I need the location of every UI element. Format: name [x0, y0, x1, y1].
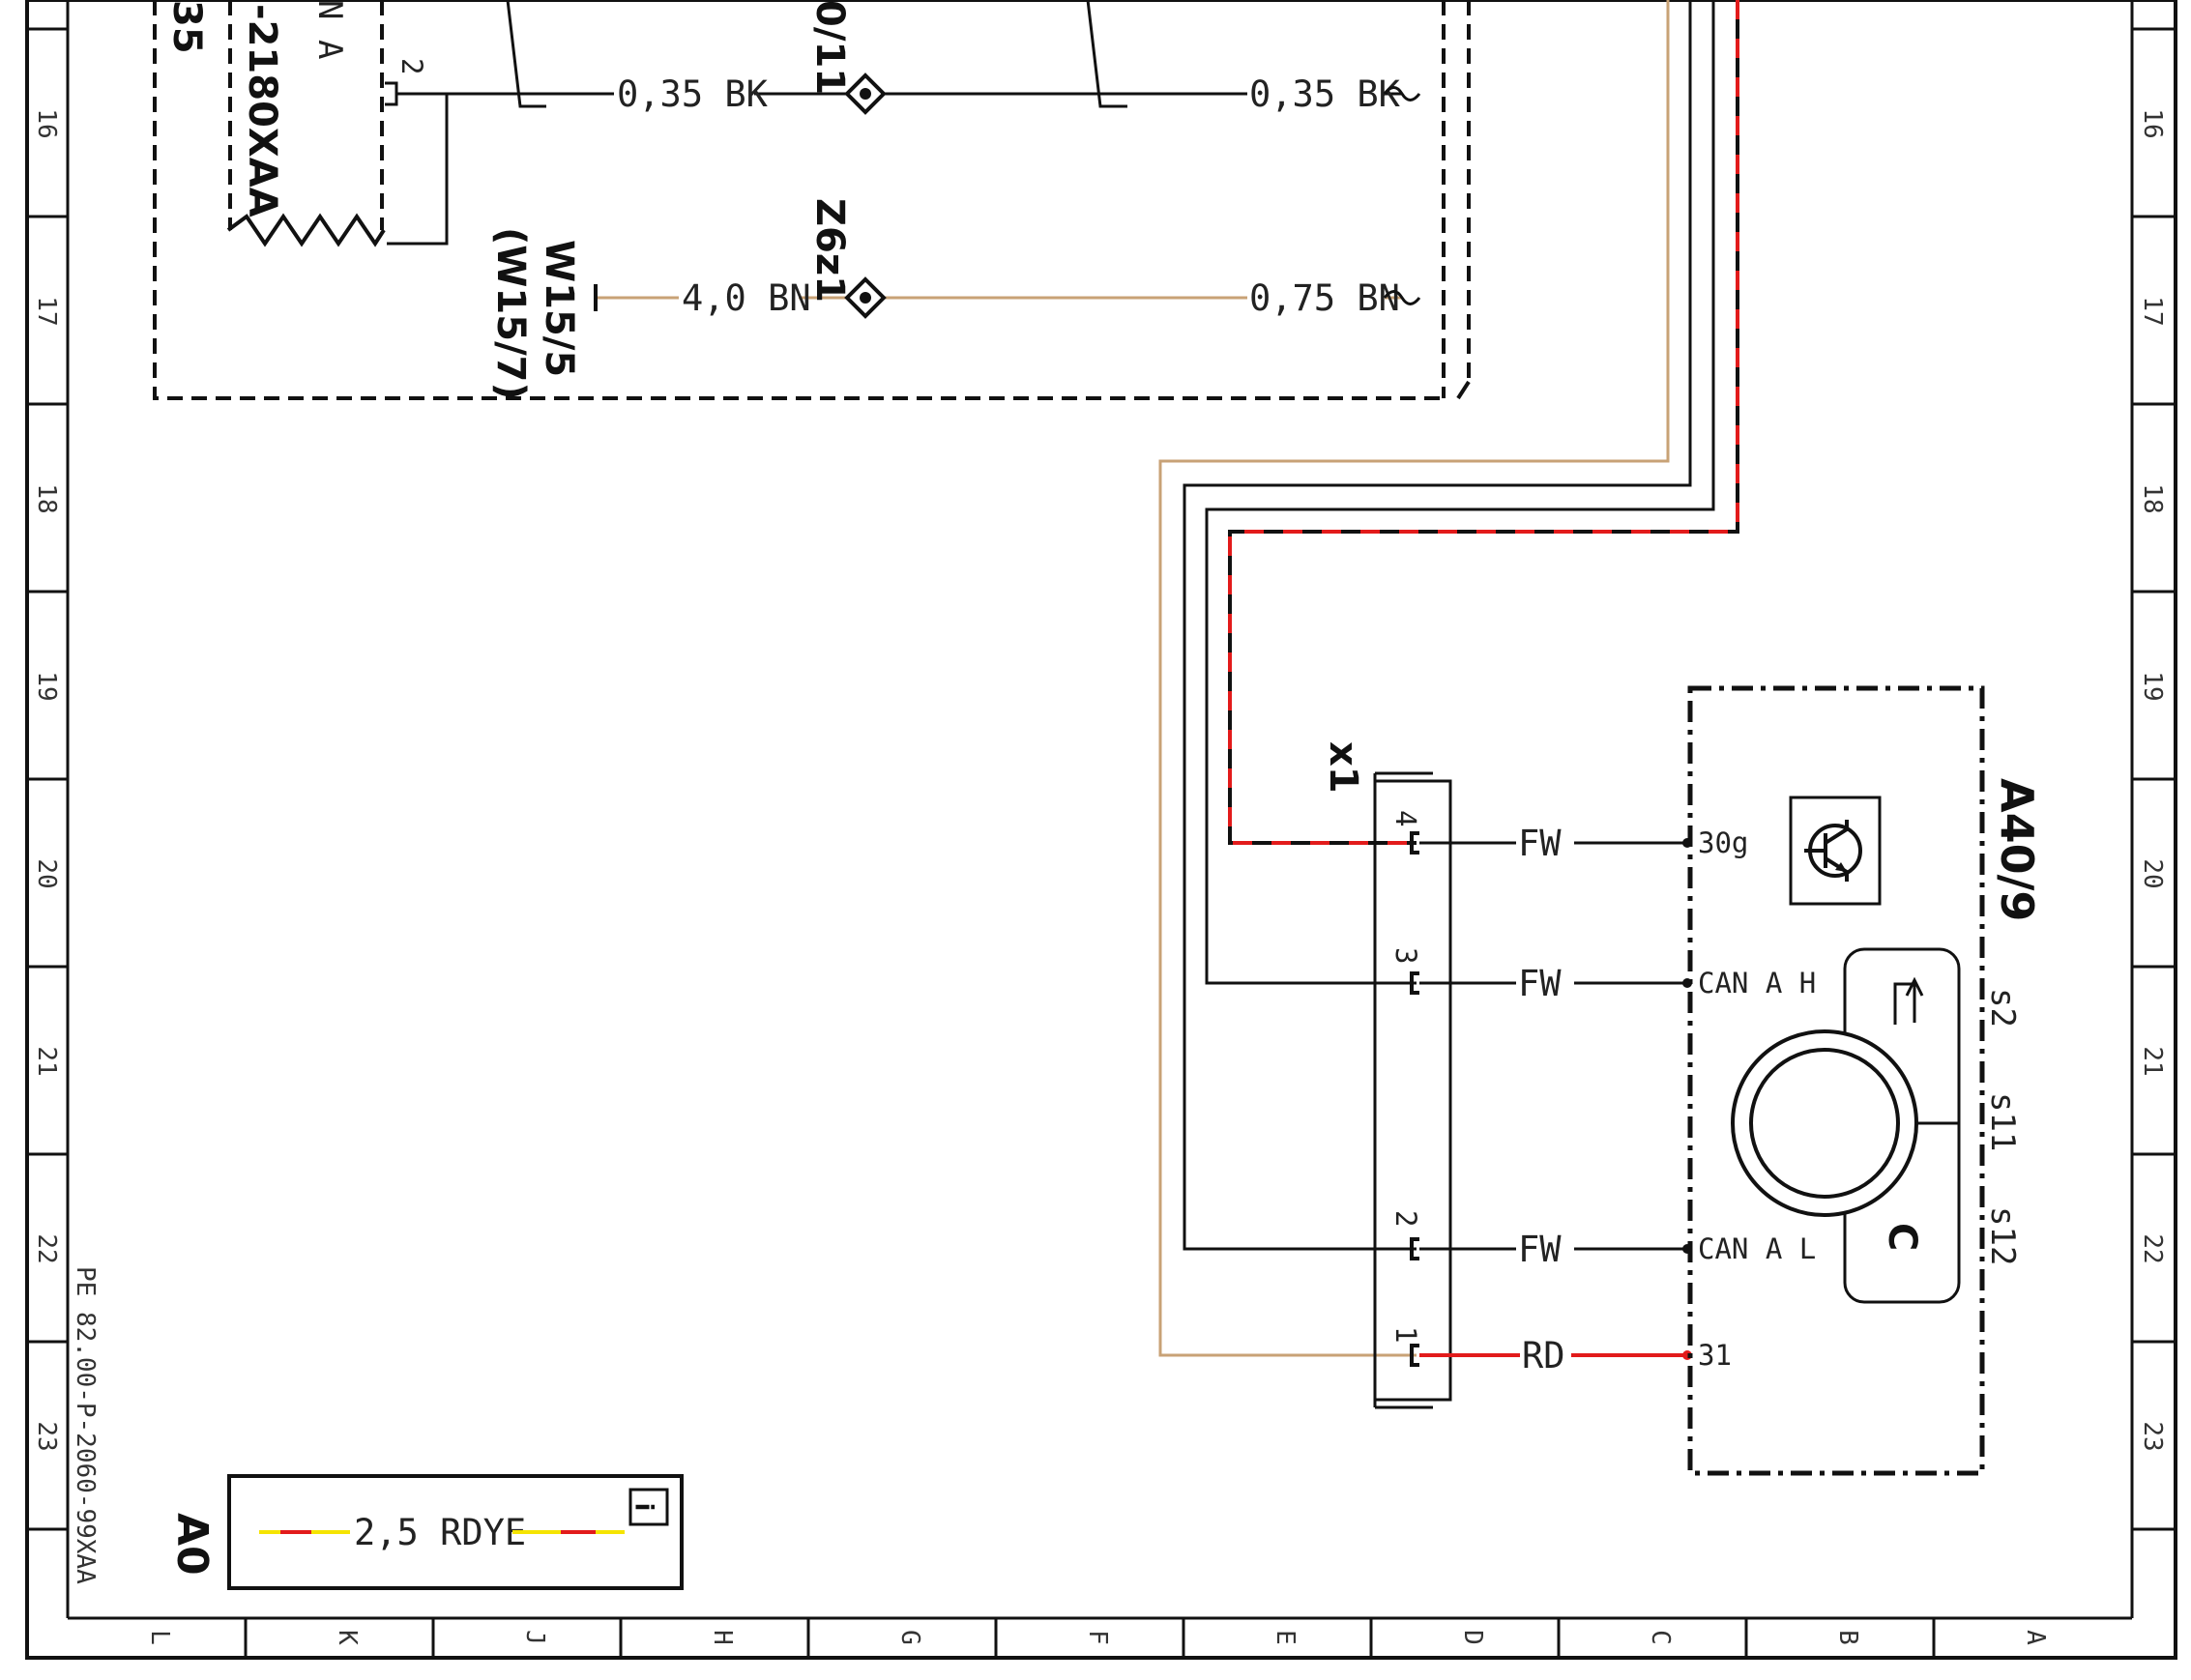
grid-row-number: 18 — [2138, 483, 2167, 513]
drawing-frame — [25, 0, 2177, 1660]
transistor-icon — [1789, 796, 1882, 906]
push-direction-icon — [1893, 976, 1924, 1025]
grid-row-number: 23 — [32, 1421, 61, 1451]
grid-row-number: 17 — [2138, 296, 2167, 326]
grid-row-number: 22 — [32, 1233, 61, 1263]
connector-x1: x1 4 3 2 1 — [1321, 741, 1452, 1409]
wire-bn: 4,0 BN 0,75 BN Z6z1 W15/5 (W15/7) — [488, 198, 1421, 400]
grid-row-number: 20 — [2138, 858, 2167, 888]
partial-component-label: -2180XAA — [240, 4, 284, 217]
connector-pin-number: 3 — [1389, 947, 1422, 964]
wire-continuation-icon — [1383, 86, 1421, 101]
grid-row-number: 21 — [2138, 1046, 2167, 1076]
grid-column-letter: L — [145, 1630, 174, 1645]
splice-label: 0/11 — [807, 0, 852, 95]
grid-row-labels-left: 16 17 18 19 20 21 22 23 — [32, 108, 61, 1451]
wire-code: FW — [1518, 1229, 1562, 1270]
grid-row-number: 17 — [32, 296, 61, 326]
pin-number: 2 — [395, 58, 428, 74]
top-component-block: 35 -2180XAA N A 2 — [153, 0, 1471, 400]
wire-code: FW — [1518, 963, 1562, 1004]
module-side-label: s2 — [1983, 988, 2022, 1028]
grid-row-number: 18 — [32, 483, 61, 513]
grid-column-letter: H — [708, 1630, 737, 1645]
grid-column-letter: G — [895, 1630, 924, 1645]
connector-pin-number: 1 — [1389, 1326, 1422, 1343]
module-side-label: s11 — [1983, 1092, 2022, 1151]
grid-row-number: 16 — [2138, 108, 2167, 138]
partial-component-label: 35 — [164, 0, 209, 54]
splice-point-icon — [844, 276, 887, 319]
zigzag-break — [226, 213, 386, 247]
wire-label: 4,0 BN — [682, 277, 811, 319]
grid-column-letter: J — [520, 1630, 549, 1645]
module-wires: FW FW FW RD — [1419, 823, 1692, 1376]
partial-component-label: N A — [310, 0, 349, 59]
wire-code: FW — [1518, 823, 1562, 864]
grid-row-number: 22 — [2138, 1233, 2167, 1263]
grid-row-number: 19 — [32, 671, 61, 701]
wire-bundle — [1158, 0, 1739, 1357]
control-knob-icon: C — [1731, 947, 1961, 1304]
connector-pin-number: 2 — [1389, 1210, 1422, 1227]
wire-0-35-bk: 0,35 BK 0,35 BK 0/11 — [396, 0, 1421, 115]
wire-code: RD — [1522, 1335, 1565, 1376]
knob-letter: C — [1880, 1223, 1924, 1251]
legend-box: A0 2,5 RDYE i — [167, 1474, 684, 1590]
grid-row-number: 16 — [32, 108, 61, 138]
module-a40-9: A40/9 30g CAN A H CAN A L 31 s2 s11 s12 … — [1687, 685, 2043, 1476]
grid-column-labels: L K J H G F E D C B A — [145, 1630, 2050, 1645]
module-side-label: s12 — [1983, 1206, 2022, 1265]
info-icon: i — [628, 1488, 669, 1526]
grid-row-number: 20 — [32, 858, 61, 888]
grid-column-letter: C — [1646, 1630, 1675, 1645]
module-name: A40/9 — [1991, 778, 2043, 921]
module-pin-label: 30g — [1698, 826, 1748, 859]
grid-column-letter: B — [1833, 1630, 1862, 1645]
connector-name: x1 — [1321, 741, 1365, 794]
grid-row-labels-right: 16 17 18 19 20 21 22 23 — [2138, 108, 2167, 1451]
wire-label: 0,35 BK — [1249, 73, 1401, 115]
grid-row-number: 23 — [2138, 1421, 2167, 1451]
wire-label: 0,35 BK — [617, 73, 769, 115]
grid-column-letter: K — [333, 1630, 362, 1645]
splice-point-icon — [844, 72, 887, 115]
legend-wire-label: 2,5 RDYE — [354, 1512, 526, 1553]
module-pin-label: CAN A H — [1698, 967, 1816, 999]
document-code: PE 82.00-P-2060-99XAA — [71, 1266, 100, 1584]
legend-ref: A0 — [167, 1513, 217, 1576]
grid-column-letter: D — [1458, 1630, 1487, 1645]
wire-continuation-icon — [1383, 290, 1421, 305]
connector-pin-number: 4 — [1389, 810, 1422, 826]
splice-label: Z6z1 — [807, 198, 852, 303]
info-icon-letter: i — [629, 1503, 658, 1512]
grid-column-letter: F — [1083, 1630, 1112, 1645]
module-pin-label: CAN A L — [1698, 1232, 1816, 1265]
grid-column-letter: E — [1271, 1630, 1300, 1645]
ground-point-label: (W15/7) — [488, 227, 533, 400]
ground-point-label: W15/5 — [537, 240, 581, 377]
module-pin-label: 31 — [1698, 1339, 1732, 1372]
grid-row-number: 21 — [32, 1046, 61, 1076]
grid-row-number: 19 — [2138, 671, 2167, 701]
grid-column-letter: A — [2021, 1630, 2050, 1645]
wire-label: 0,75 BN — [1249, 277, 1400, 319]
